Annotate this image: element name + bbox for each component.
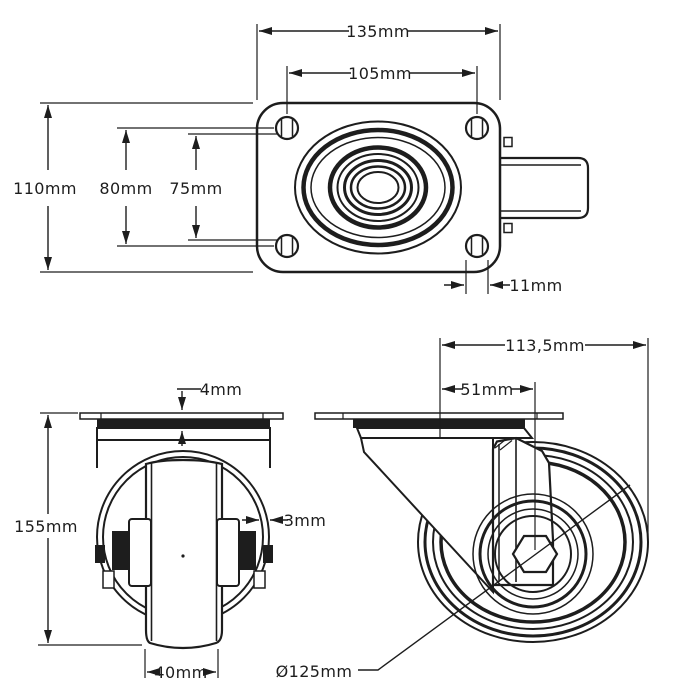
top-view-dimensions: 135mm 105mm 110mm — [13, 22, 562, 295]
swivel-collar — [96, 427, 271, 441]
axle-nut — [95, 545, 105, 563]
swivel-bearing-ring — [343, 159, 413, 216]
dim-hole-diameter: 11mm — [444, 260, 562, 295]
kingpin-cap-hatch — [494, 439, 506, 449]
top-plate-flange — [314, 412, 564, 420]
axle-nut — [263, 545, 273, 563]
dim-label-overall-height: 155mm — [14, 517, 78, 536]
side-view-dimensions: 113,5mm 51mm Ø125mm — [276, 336, 649, 681]
axle-spacer — [239, 531, 256, 570]
dim-fork-thickness: 3mm — [242, 511, 326, 530]
kingpin-cap-hatch — [499, 440, 513, 451]
top-plate-flange — [79, 412, 284, 420]
dim-label-hole-spacing-depth-alt: 75mm — [169, 179, 222, 198]
dim-label-hole-diameter: 11mm — [509, 276, 562, 295]
dim-label-swivel-offset: 51mm — [460, 380, 513, 399]
hub-plate — [216, 518, 240, 587]
center-mark — [181, 554, 185, 558]
top-view: 135mm 105mm 110mm — [13, 22, 590, 295]
dim-overall-height: 155mm — [14, 412, 142, 646]
bolt-hole — [274, 233, 300, 259]
bolt-hole — [274, 115, 300, 141]
hub-ring — [487, 508, 579, 600]
dim-plate-thickness: 4mm — [177, 380, 242, 446]
front-view-dimensions: 4mm 155mm 3mm 40mm — [14, 380, 326, 682]
hub-ring — [472, 493, 594, 615]
dim-label-hole-spacing-width: 105mm — [348, 64, 412, 83]
front-view: 4mm 155mm 3mm 40mm — [14, 380, 326, 682]
swivel-bearing-ring — [310, 136, 446, 239]
swivel-bearing-ring — [356, 171, 400, 204]
wheel-top-outline — [500, 156, 590, 220]
wheel-front-outline — [144, 458, 224, 650]
dim-label-overall-length: 113,5mm — [505, 336, 585, 355]
swivel-bearing-ring — [336, 153, 420, 222]
mounting-plate-edge — [97, 419, 270, 428]
fork-leg-end — [102, 570, 115, 589]
fork-tab — [503, 222, 513, 234]
dim-swivel-offset: 51mm — [442, 380, 536, 550]
dim-overall-width: 135mm — [256, 22, 501, 100]
dim-hole-spacing-depth-alt: 75mm — [169, 133, 278, 241]
front-view-drawing — [79, 412, 284, 650]
dim-wheel-width: 40mm — [144, 649, 219, 682]
swivel-bearing-ring — [349, 165, 407, 210]
swivel-bearing-ring — [327, 145, 429, 230]
top-view-drawing — [255, 101, 590, 274]
dim-label-fork-thickness: 3mm — [284, 511, 327, 530]
mounting-plate-outline — [255, 101, 502, 274]
side-view-drawing — [314, 412, 649, 643]
leader-line — [358, 484, 631, 671]
dim-hole-spacing-width: 105mm — [286, 64, 478, 114]
swivel-bearing-ring — [301, 127, 455, 248]
hub-ring — [478, 499, 588, 609]
hub-plate — [128, 518, 152, 587]
bolt-hole — [464, 233, 490, 259]
dim-overall-length: 113,5mm — [439, 336, 649, 545]
dim-label-hole-spacing-depth: 80mm — [99, 179, 152, 198]
dim-label-wheel-diameter: Ø125mm — [276, 662, 353, 681]
dim-label-wheel-width: 40mm — [154, 663, 207, 682]
fork-leg-end — [253, 570, 266, 589]
side-view: 113,5mm 51mm Ø125mm — [276, 336, 649, 681]
swivel-race — [355, 427, 535, 439]
dim-hole-spacing-depth: 80mm — [99, 127, 274, 247]
hub-ring — [494, 515, 572, 593]
dim-label-plate-depth: 110mm — [13, 179, 77, 198]
fork-tab — [503, 136, 513, 148]
mounting-plate-edge — [353, 419, 525, 428]
dim-label-plate-thickness: 4mm — [200, 380, 243, 399]
dim-label-overall-width: 135mm — [346, 22, 410, 41]
fork-side-outline — [359, 437, 494, 595]
axle-spacer — [112, 531, 129, 570]
dim-plate-depth: 110mm — [13, 102, 253, 273]
bolt-hole — [464, 115, 490, 141]
dim-wheel-diameter: Ø125mm — [276, 484, 631, 681]
swivel-bearing-ring — [294, 120, 462, 255]
